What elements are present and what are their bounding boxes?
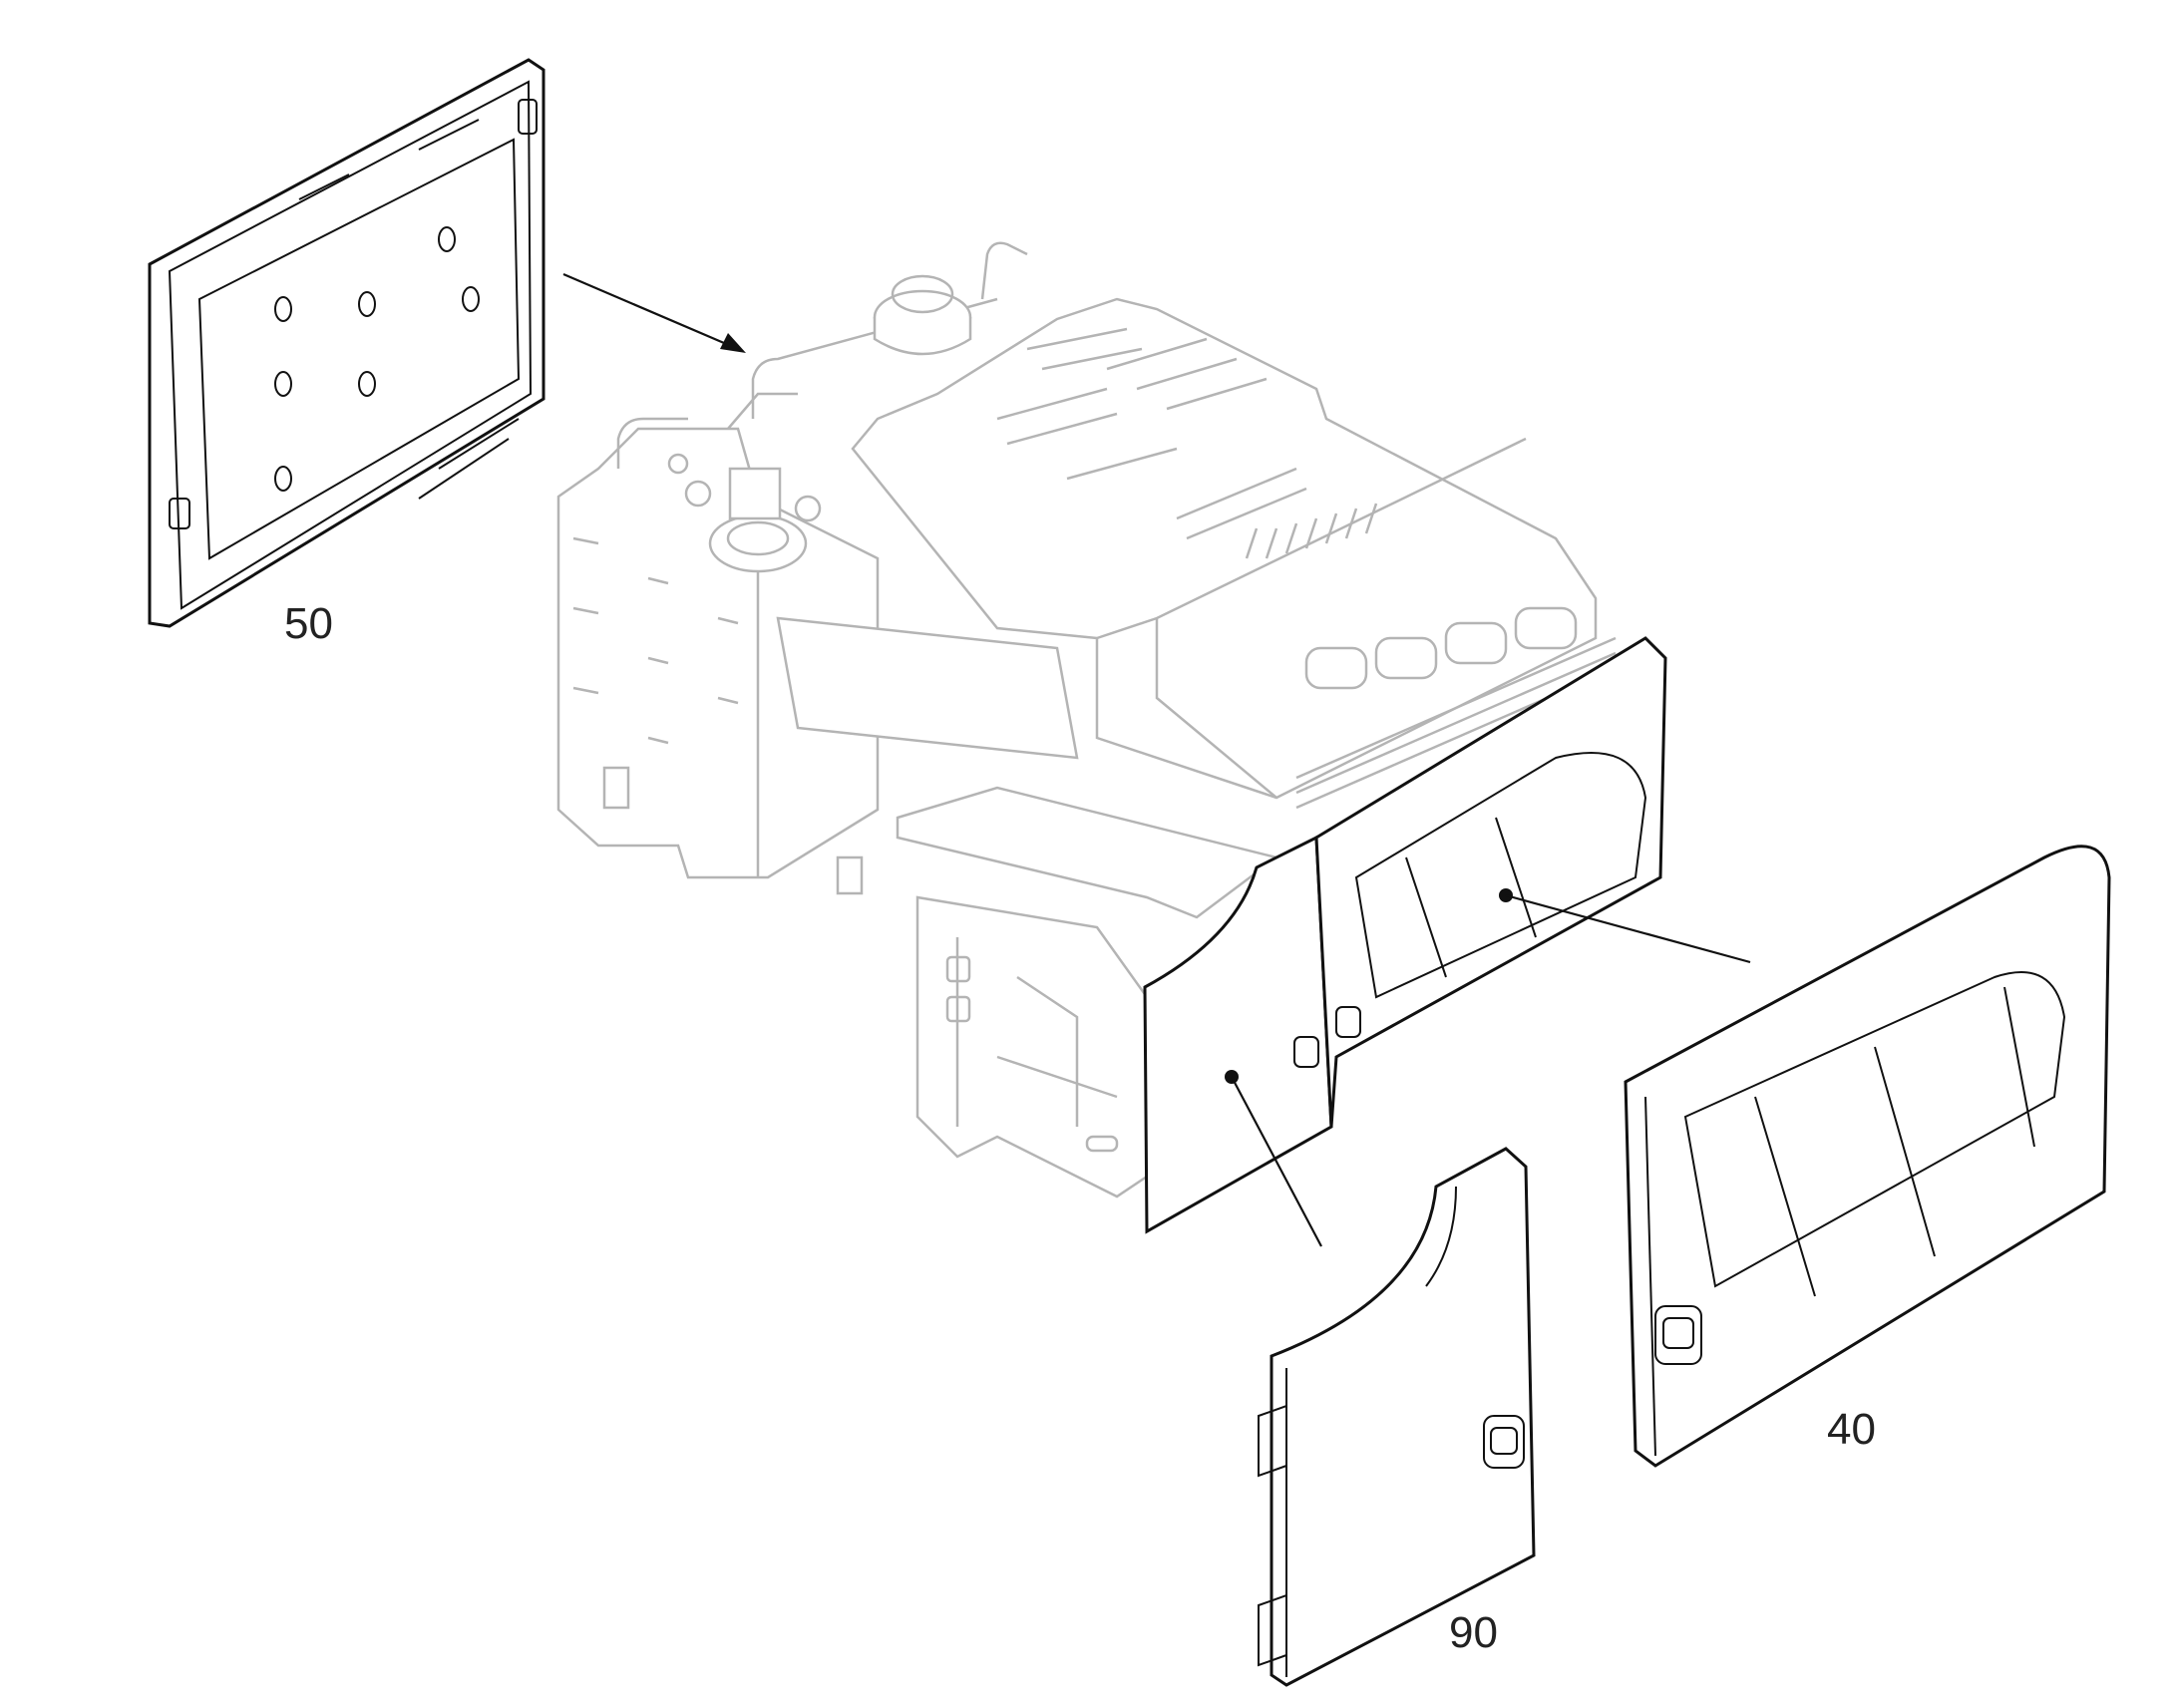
leader-40 — [1505, 893, 1751, 964]
callout-90: 90 — [1449, 1608, 1498, 1657]
part-90-small-door — [1258, 1147, 1536, 1687]
assembly-arrow — [562, 272, 746, 353]
installed-panels — [1143, 636, 1667, 1234]
leader-lines — [1231, 893, 1751, 1247]
machine-assembly — [556, 241, 1617, 1198]
leader-90 — [1231, 1076, 1322, 1247]
part-40-side-panel — [1624, 845, 2111, 1468]
callout-40: 40 — [1827, 1405, 1876, 1454]
part-50-rear-panel — [148, 58, 545, 628]
callout-50: 50 — [284, 599, 333, 648]
